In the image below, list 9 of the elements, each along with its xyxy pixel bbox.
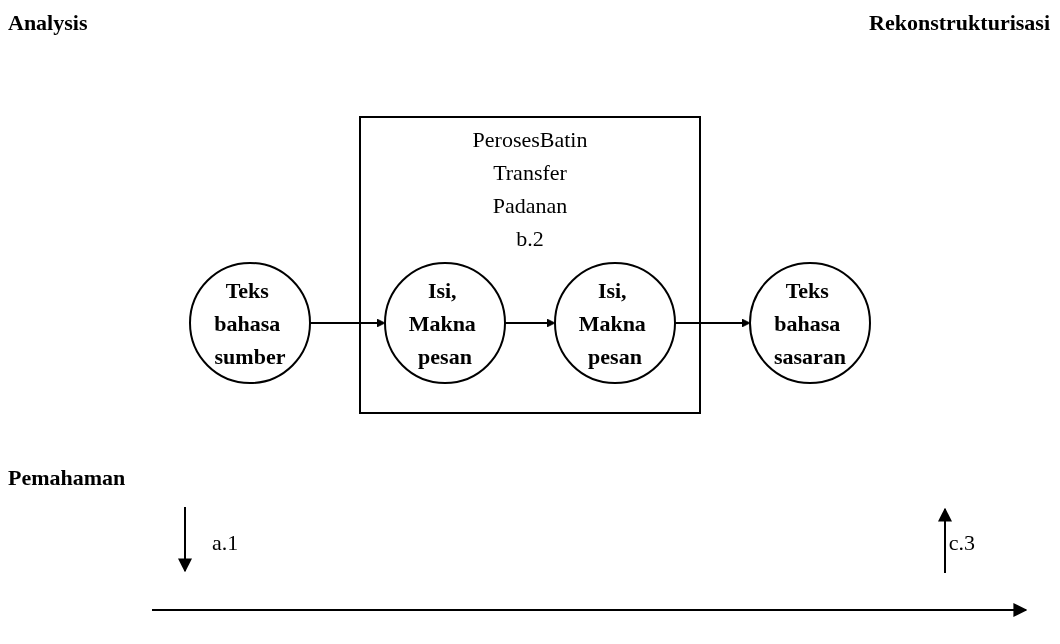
heading-label: Pemahaman: [8, 465, 126, 491]
node-circle: Teks bahasa sasaran: [749, 262, 871, 384]
node-circle: Isi, Makna pesan: [384, 262, 506, 384]
heading-label: Rekonstrukturisasi: [869, 10, 1050, 36]
heading-label: Analysis: [8, 10, 88, 36]
node-circle: Teks bahasa sumber: [189, 262, 311, 384]
node-circle: Isi, Makna pesan: [554, 262, 676, 384]
step-label: c.3: [948, 530, 975, 556]
step-label: a.1: [212, 530, 239, 556]
